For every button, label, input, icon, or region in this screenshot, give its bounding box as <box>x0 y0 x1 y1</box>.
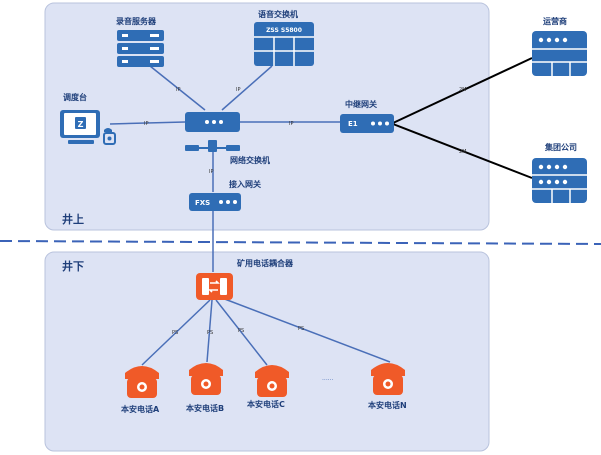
link-coupler-phoneN <box>221 297 391 363</box>
external-links <box>392 57 533 179</box>
lower-zone <box>44 251 490 452</box>
link-voiceswitch-switch <box>221 65 273 111</box>
link-console-switch <box>109 121 186 125</box>
ground-separator-line <box>0 240 601 245</box>
link-trunk-group <box>392 123 533 179</box>
zone-lower-label: 井下 <box>62 259 84 273</box>
links <box>109 65 391 366</box>
link-label-2m-1: 2M <box>459 87 467 93</box>
phone-c-label: 本安电话C <box>246 399 285 409</box>
link-coupler-phoneB <box>206 299 213 363</box>
access-gateway-fxs: FXS <box>195 199 210 207</box>
link-label-ip-4: IP <box>289 121 294 127</box>
network-switch-icon <box>185 112 240 152</box>
recording-server-icon <box>117 30 164 67</box>
link-label-ip-1: IP <box>176 87 181 93</box>
group-company-icon <box>532 158 587 203</box>
phone-a-icon <box>125 366 159 398</box>
phone-b-label: 本安电话B <box>185 403 224 413</box>
link-coupler-phoneA <box>141 299 211 366</box>
trunk-gateway-label: 中继网关 <box>345 99 377 109</box>
trunk-gateway-icon <box>340 114 394 133</box>
access-gateway-label: 接入网关 <box>229 179 261 189</box>
carrier-icon <box>532 31 587 76</box>
carrier-label: 运营商 <box>543 16 567 26</box>
console-label: 调度台 <box>63 92 87 102</box>
link-coupler-phoneC <box>215 299 268 366</box>
console-glyph: Z <box>78 120 84 129</box>
trunk-gateway-e1: E1 <box>348 120 358 128</box>
link-label-ip-2: IP <box>236 87 241 93</box>
link-label-ps-3: PS <box>238 328 244 334</box>
zone-upper-label: 井上 <box>62 212 84 226</box>
voice-switch-icon <box>254 22 314 66</box>
console-icon <box>60 110 116 145</box>
phone-b-icon <box>189 363 223 395</box>
coupler-icon <box>196 273 233 300</box>
link-label-ps-2: PS <box>207 330 213 336</box>
voice-switch-label: 语音交换机 <box>258 9 298 19</box>
link-label-ip-3: IP <box>144 121 149 127</box>
link-recorder-switch <box>149 65 206 111</box>
phone-n-label: 本安电话N <box>367 400 407 410</box>
network-switch-label: 网络交换机 <box>230 155 270 165</box>
phone-a-label: 本安电话A <box>120 404 160 414</box>
link-label-ps-1: PS <box>172 330 178 336</box>
coupler-label: 矿用电话耦合器 <box>237 258 294 268</box>
group-company-label: 集团公司 <box>544 142 577 152</box>
link-label-ps-4: PS <box>298 326 304 332</box>
link-label-ip-5: IP <box>209 169 214 175</box>
access-gateway-icon <box>189 193 241 211</box>
phone-c-icon <box>255 365 289 397</box>
voice-switch-model: ZSS S5800 <box>266 27 302 34</box>
recording-server-label: 录音服务器 <box>116 16 157 26</box>
link-label-2m-2: 2M <box>459 149 467 155</box>
phone-n-icon <box>371 363 405 395</box>
link-trunk-carrier <box>392 57 533 124</box>
phone-ellipsis: ...... <box>322 375 334 382</box>
